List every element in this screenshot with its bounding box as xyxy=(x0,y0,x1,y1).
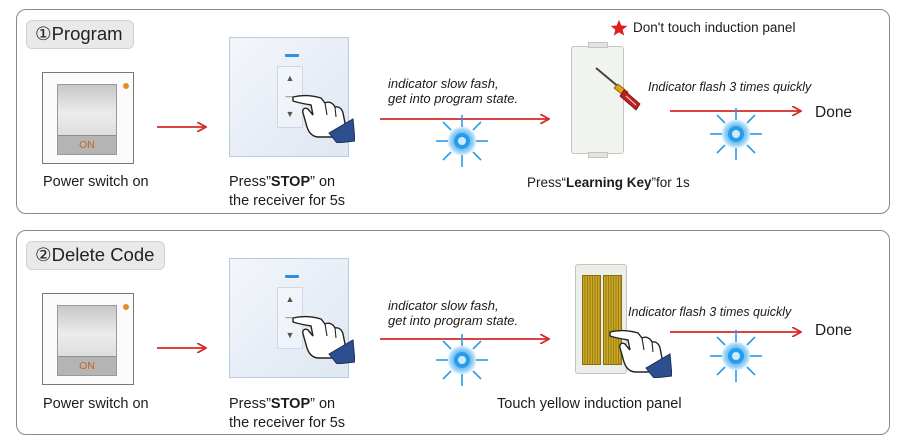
press-prefix: Press” xyxy=(229,174,271,190)
indicator-slow-flash-line1: indicator slow fash, xyxy=(388,76,499,91)
up-arrow-icon: ▲ xyxy=(285,294,295,304)
press-stop-instruction: Press”STOP” on xyxy=(229,396,336,412)
stop-key-label: STOP xyxy=(270,396,311,412)
star-icon xyxy=(610,19,628,36)
indicator-slow-flash-line1: indicator slow fash, xyxy=(388,298,499,313)
arrow-right-icon xyxy=(670,325,804,339)
flash-burst-icon xyxy=(436,115,488,167)
program-section-title: ①Program xyxy=(26,20,134,49)
flash-3-times-text: Indicator flash 3 times quickly xyxy=(628,305,792,319)
up-arrow-icon: ▲ xyxy=(285,73,295,83)
power-led-icon xyxy=(123,83,129,89)
yellow-induction-strip xyxy=(603,275,622,365)
receiver-indicator-light xyxy=(285,275,299,278)
power-switch-illustration: ON xyxy=(42,72,134,164)
press-stop-duration: the receiver for 5s xyxy=(229,193,346,209)
power-switch-illustration: ON xyxy=(42,293,134,385)
receiver-button-column: ▲ — ▼ xyxy=(277,287,303,349)
flash-burst-icon xyxy=(710,330,762,382)
power-led-icon xyxy=(123,304,129,310)
down-arrow-icon: ▼ xyxy=(285,330,295,340)
induction-panel-device xyxy=(575,264,627,374)
rocker-switch: ON xyxy=(57,84,117,155)
done-label: Done xyxy=(815,322,853,339)
press-stop-instruction: Press”STOP” on xyxy=(229,174,335,190)
switch-on-label: ON xyxy=(58,135,116,154)
pointing-hand-icon xyxy=(292,94,355,143)
flash-burst-icon xyxy=(436,334,488,386)
press-suffix: ” on xyxy=(310,174,336,190)
stop-key-label: STOP xyxy=(270,174,311,190)
flash-burst-icon xyxy=(710,108,762,160)
down-arrow-icon: ▼ xyxy=(285,109,295,119)
yellow-induction-strip xyxy=(582,275,601,365)
rocker-switch: ON xyxy=(57,305,117,376)
arrow-right-icon xyxy=(670,104,804,118)
receiver-illustration: ▲ — ▼ xyxy=(229,258,349,378)
learning-key-label: Learning Key xyxy=(566,175,652,190)
touch-induction-panel-caption: Touch yellow induction panel xyxy=(497,396,682,412)
power-switch-caption: Power switch on xyxy=(43,396,149,412)
flash-3-times-text: Indicator flash 3 times quickly xyxy=(648,80,812,94)
indicator-slow-flash-line2: get into program state. xyxy=(388,91,519,106)
pointing-hand-icon xyxy=(609,329,672,378)
pointing-hand-icon xyxy=(292,315,355,364)
switch-on-label: ON xyxy=(58,356,116,375)
arrow-right-icon xyxy=(157,120,209,134)
press-stop-duration: the receiver for 5s xyxy=(229,415,346,431)
learning-key-instruction: Press“Learning Key”for 1s xyxy=(527,175,690,190)
warning-text: Don't touch induction panel xyxy=(633,20,796,35)
receiver-indicator-light xyxy=(285,54,299,57)
arrow-right-icon xyxy=(380,332,552,346)
power-switch-caption: Power switch on xyxy=(43,174,149,190)
stop-icon: — xyxy=(285,91,295,101)
learning-key-device xyxy=(571,42,624,158)
done-label: Done xyxy=(815,104,853,121)
screwdriver-icon xyxy=(595,67,641,111)
delete-code-section-title: ②Delete Code xyxy=(26,241,166,270)
arrow-right-icon xyxy=(380,112,552,126)
indicator-slow-flash-line2: get into program state. xyxy=(388,313,519,328)
stop-icon: — xyxy=(285,312,295,322)
arrow-right-icon xyxy=(157,341,209,355)
